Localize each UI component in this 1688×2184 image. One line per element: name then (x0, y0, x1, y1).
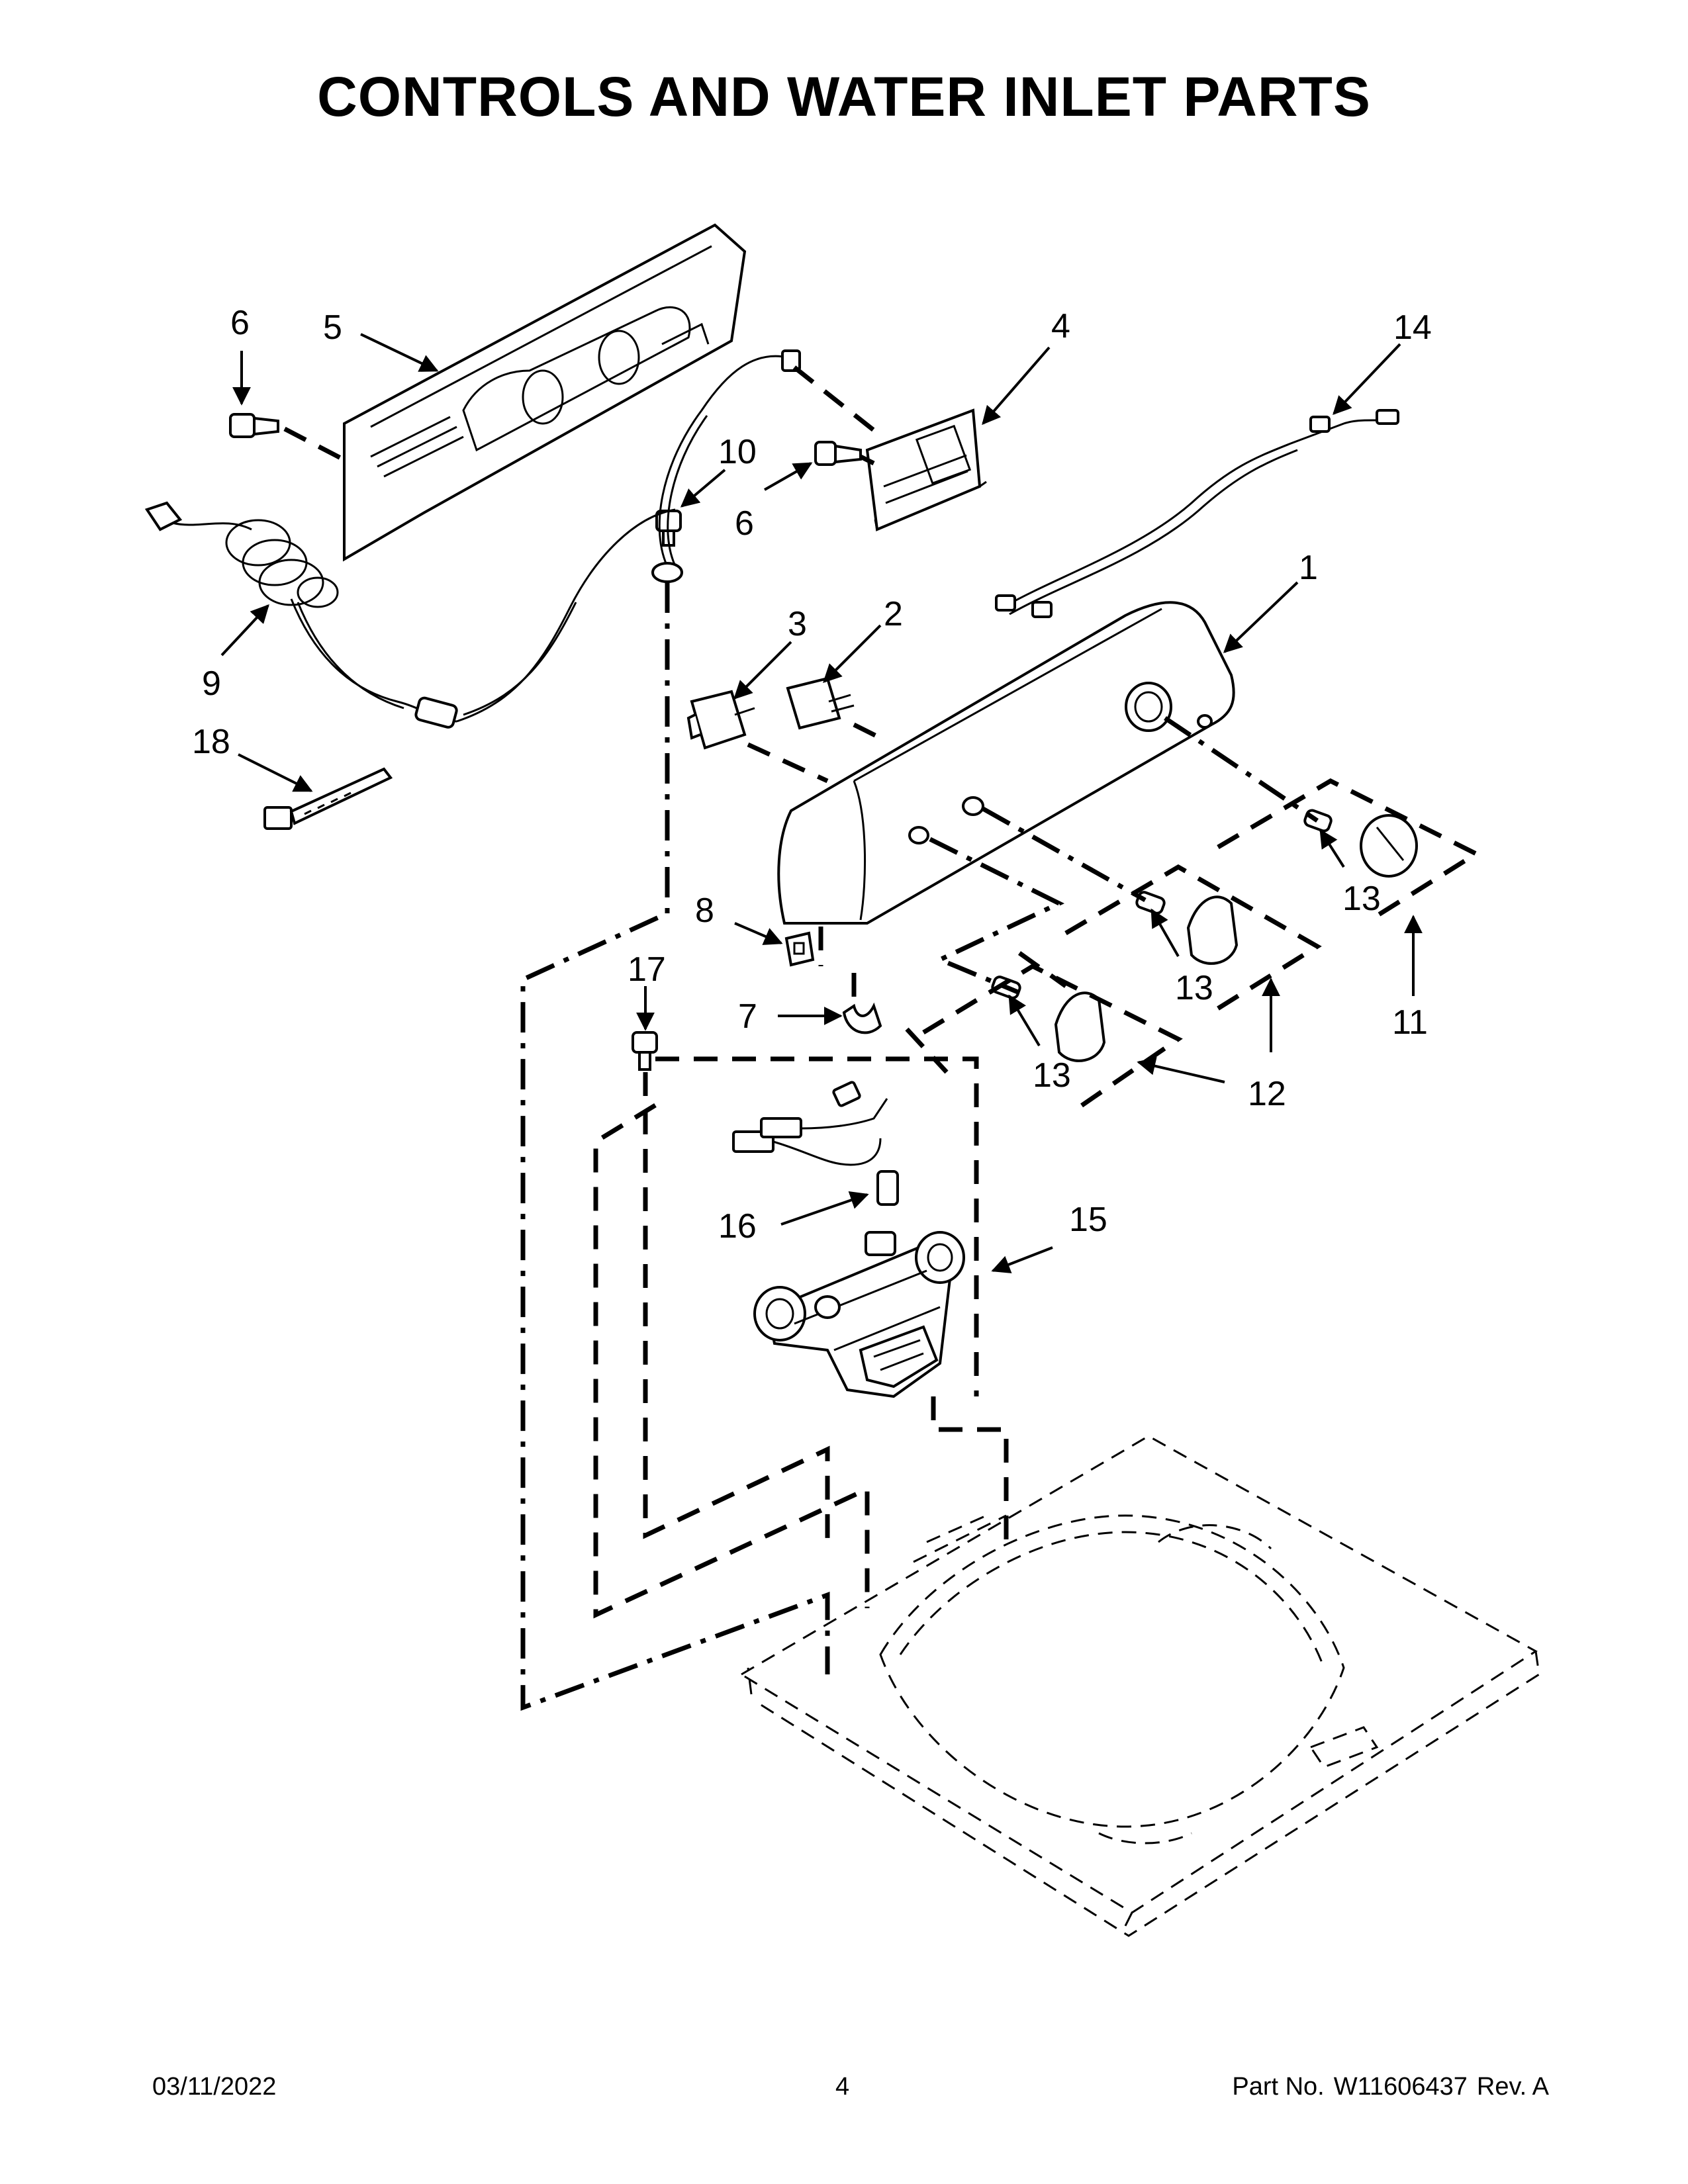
wire-harness (995, 409, 1399, 618)
footer-page-number: 4 (835, 2073, 850, 2101)
callout-13-top: 13 (1342, 880, 1381, 918)
cabinet-top-phantom (739, 1435, 1540, 1937)
ground-wire (651, 349, 801, 583)
part-number-value: W11606437 (1333, 2073, 1468, 2101)
switch-2 (786, 676, 855, 730)
assembly-lines (283, 365, 1319, 1711)
callout-1: 1 (1299, 549, 1318, 587)
clip-8 (784, 931, 815, 967)
callout-arrows (220, 333, 1423, 1273)
control-console (777, 601, 1235, 925)
callout-4: 4 (1051, 307, 1070, 345)
clip-7 (842, 1002, 882, 1034)
callout-8: 8 (695, 891, 714, 930)
callout-6-left: 6 (230, 304, 250, 342)
footer-part-number: Part No. W11606437 Rev. A (1223, 2073, 1549, 2101)
rear-console-panel (343, 223, 747, 562)
callout-13-middle: 13 (1175, 969, 1213, 1007)
power-cord (144, 501, 676, 729)
callout-10: 10 (718, 433, 757, 471)
screw-right (814, 441, 862, 466)
knob-group-box-12b (922, 964, 1183, 1114)
screw-left (229, 413, 279, 438)
water-inlet-valve (753, 1231, 965, 1398)
valve-wiring (732, 1081, 899, 1206)
callout-12: 12 (1248, 1075, 1286, 1113)
callout-13-bottom: 13 (1033, 1056, 1071, 1095)
callout-17: 17 (628, 950, 666, 989)
control-board (865, 408, 987, 531)
page-title: CONTROLS AND WATER INLET PARTS (317, 66, 1371, 128)
screw-17 (632, 1031, 658, 1071)
switch-3 (686, 690, 755, 750)
callout-16: 16 (718, 1207, 757, 1246)
callout-2: 2 (884, 595, 903, 633)
callout-3: 3 (788, 605, 807, 643)
callout-9: 9 (202, 664, 221, 703)
callout-7: 7 (738, 997, 757, 1036)
knob-small (1054, 991, 1106, 1062)
revision: Rev. A (1476, 2073, 1549, 2101)
knob-group-box-11 (1217, 778, 1481, 922)
callout-18: 18 (192, 723, 230, 761)
callout-15: 15 (1069, 1201, 1107, 1239)
cable-tie (263, 767, 393, 830)
callout-6-right: 6 (735, 504, 754, 543)
part-number-label: Part No. (1232, 2073, 1325, 2101)
callout-11: 11 (1392, 1003, 1428, 1042)
footer-date: 03/11/2022 (152, 2073, 277, 2101)
knob-medium (1186, 895, 1239, 965)
callout-labels: 1 2 3 4 5 6 6 7 8 9 10 11 12 13 13 13 14… (192, 304, 1432, 1246)
knob-group-box-1100 (905, 951, 1068, 1074)
callout-14: 14 (1393, 308, 1432, 347)
spacer-13-middle (1135, 891, 1166, 915)
callout-5: 5 (323, 308, 342, 347)
knob-large (1360, 814, 1418, 878)
